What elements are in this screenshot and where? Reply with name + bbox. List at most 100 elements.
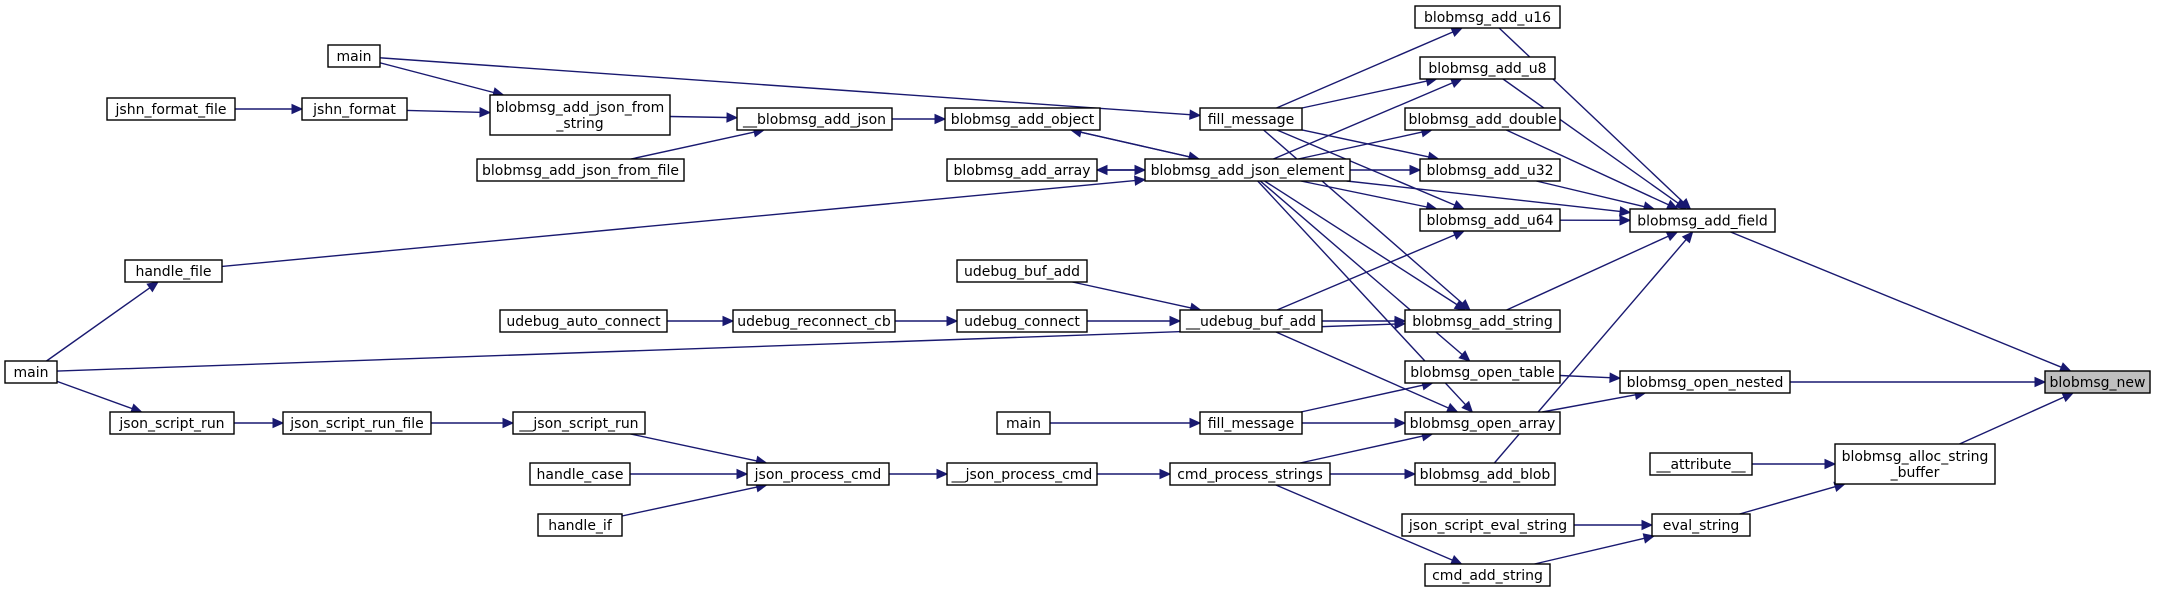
node-blobmsg-add-json-2[interactable]: __blobmsg_add_json bbox=[736, 107, 893, 131]
node-label: blobmsg_add_json_from_file bbox=[482, 163, 679, 179]
node-blobmsg-add-json-from-file[interactable]: blobmsg_add_json_from_file bbox=[476, 158, 685, 182]
node-blobmsg-add-double[interactable]: blobmsg_add_double bbox=[1404, 107, 1561, 131]
node-label: blobmsg_add_u32 bbox=[1426, 163, 1553, 179]
node-json-script-run-2[interactable]: __json_script_run bbox=[512, 411, 646, 435]
node-label: blobmsg_add_u64 bbox=[1426, 213, 1553, 229]
node-blobmsg-add-u64[interactable]: blobmsg_add_u64 bbox=[1419, 208, 1561, 232]
node-blobmsg-new[interactable]: blobmsg_new bbox=[2044, 370, 2151, 394]
arrowhead-icon bbox=[1641, 519, 1654, 531]
node-jshn-format-file[interactable]: jshn_format_file bbox=[106, 97, 236, 121]
edge-handle-if-to-json-process-cmd bbox=[621, 482, 768, 517]
node-box bbox=[1651, 513, 1751, 537]
node-blobmsg-add-u32[interactable]: blobmsg_add_u32 bbox=[1419, 158, 1561, 182]
node-label: blobmsg_add_json_element bbox=[1151, 163, 1345, 179]
node-json-script-eval-string[interactable]: json_script_eval_string bbox=[1401, 513, 1575, 537]
node-udebug-buf-add-2[interactable]: __udebug_buf_add bbox=[1179, 309, 1323, 333]
node-main-2[interactable]: main bbox=[4, 360, 58, 384]
edge-blobmsg-add-u64-to-blobmsg-add-field bbox=[1559, 215, 1632, 226]
node-attribute[interactable]: __attribute__ bbox=[1649, 452, 1753, 476]
node-box bbox=[529, 462, 631, 486]
edge-line bbox=[669, 115, 728, 119]
node-blobmsg-open-array[interactable]: blobmsg_open_array bbox=[1404, 411, 1561, 435]
node-handle-case[interactable]: handle_case bbox=[529, 462, 631, 486]
node-label: json_script_run_file bbox=[289, 416, 423, 432]
node-blobmsg-add-json-from-string[interactable]: blobmsg_add_json_from_string bbox=[489, 94, 671, 136]
node-blobmsg-add-array[interactable]: blobmsg_add_array bbox=[946, 158, 1098, 182]
node-main-3[interactable]: main bbox=[996, 411, 1051, 435]
node-blobmsg-add-u16[interactable]: blobmsg_add_u16 bbox=[1414, 5, 1561, 29]
node-box bbox=[301, 97, 408, 121]
arrowhead-icon bbox=[146, 281, 159, 293]
node-label: __blobmsg_add_json bbox=[742, 112, 886, 128]
node-json-script-run[interactable]: json_script_run bbox=[109, 411, 235, 435]
node-blobmsg-add-object[interactable]: blobmsg_add_object bbox=[944, 107, 1101, 131]
node-box bbox=[1834, 443, 1996, 485]
edge-blobmsg-add-u32-to-blobmsg-add-field bbox=[1536, 180, 1656, 212]
edge-line bbox=[1739, 486, 1836, 515]
node-jshn-format[interactable]: jshn_format bbox=[301, 97, 408, 121]
edge-line bbox=[1730, 231, 2062, 368]
node-label: blobmsg_add_u8 bbox=[1428, 61, 1546, 77]
node-blobmsg-open-table[interactable]: blobmsg_open_table bbox=[1404, 360, 1561, 384]
node-blobmsg-add-u8[interactable]: blobmsg_add_u8 bbox=[1419, 56, 1556, 80]
node-udebug-auto-connect[interactable]: udebug_auto_connect bbox=[499, 309, 668, 333]
node-main-1[interactable]: main bbox=[327, 44, 381, 68]
node-blobmsg-add-string[interactable]: blobmsg_add_string bbox=[1404, 309, 1561, 333]
node-box bbox=[1404, 309, 1561, 333]
node-label: blobmsg_new bbox=[2050, 375, 2146, 391]
node-box bbox=[124, 259, 223, 283]
node-json-script-run-file[interactable]: json_script_run_file bbox=[282, 411, 432, 435]
edge-line bbox=[1506, 129, 1669, 206]
edge-blobmsg-add-json-element-to-blobmsg-open-table bbox=[1259, 180, 1471, 362]
edge-line bbox=[1542, 394, 1636, 413]
arrowhead-icon bbox=[1681, 231, 1694, 244]
arrowhead-icon bbox=[736, 468, 749, 480]
node-blobmsg-add-blob[interactable]: blobmsg_add_blob bbox=[1414, 462, 1556, 486]
node-label: __json_process_cmd bbox=[951, 467, 1093, 483]
node-json-process-cmd[interactable]: json_process_cmd bbox=[746, 462, 890, 486]
node-label: main bbox=[337, 49, 372, 65]
edge-line bbox=[1506, 235, 1669, 311]
node-udebug-reconnect-cb[interactable]: udebug_reconnect_cb bbox=[732, 309, 896, 333]
arrowhead-icon bbox=[1453, 299, 1467, 311]
node-eval-string[interactable]: eval_string bbox=[1651, 513, 1751, 537]
node-blobmsg-add-json-element[interactable]: blobmsg_add_json_element bbox=[1144, 158, 1351, 182]
edge-line bbox=[221, 179, 1136, 268]
node-blobmsg-alloc-string-buffer[interactable]: blobmsg_alloc_string_buffer bbox=[1834, 443, 1996, 485]
edge-fill-message-2-to-blobmsg-open-table bbox=[1300, 380, 1434, 413]
node-fill-message-1[interactable]: fill_message bbox=[1199, 107, 1303, 131]
edge-jshn-format-file-to-jshn-format bbox=[235, 103, 304, 115]
edge-line bbox=[1346, 180, 1621, 213]
edge-json-process-cmd-2-to-cmd-process-strings bbox=[1097, 468, 1172, 480]
node-blobmsg-add-field[interactable]: blobmsg_add_field bbox=[1629, 208, 1776, 233]
node-box bbox=[1414, 462, 1556, 486]
node-udebug-buf-add[interactable]: udebug_buf_add bbox=[956, 259, 1088, 283]
node-fill-message-2[interactable]: fill_message bbox=[1199, 411, 1303, 435]
node-label: eval_string bbox=[1663, 518, 1740, 534]
edge-line bbox=[1275, 484, 1453, 561]
node-box bbox=[1649, 452, 1753, 476]
node-label: blobmsg_add_array bbox=[953, 163, 1090, 179]
node-cmd-process-strings[interactable]: cmd_process_strings bbox=[1169, 462, 1331, 486]
node-udebug-connect[interactable]: udebug_connect bbox=[956, 309, 1088, 333]
edge-blobmsg-add-json-from-string-to-blobmsg-add-json-2 bbox=[669, 112, 739, 123]
edge-cmd-process-strings-to-blobmsg-open-array bbox=[1299, 431, 1434, 464]
node-json-process-cmd-2[interactable]: __json_process_cmd bbox=[946, 462, 1098, 486]
node-box bbox=[996, 411, 1051, 435]
node-label: __udebug_buf_add bbox=[1185, 314, 1316, 330]
node-label: blobmsg_add_object bbox=[951, 112, 1095, 128]
node-label: handle_file bbox=[135, 264, 211, 280]
edge-line bbox=[1080, 131, 1200, 160]
edge-line bbox=[1300, 180, 1428, 208]
arrowhead-icon bbox=[1189, 109, 1202, 120]
node-box bbox=[489, 94, 671, 136]
node-blobmsg-open-nested[interactable]: blobmsg_open_nested bbox=[1619, 370, 1791, 394]
arrowhead-icon bbox=[2058, 362, 2072, 372]
node-cmd-add-string[interactable]: cmd_add_string bbox=[1424, 563, 1551, 587]
node-handle-file[interactable]: handle_file bbox=[124, 259, 223, 283]
node-handle-if[interactable]: handle_if bbox=[537, 513, 623, 537]
edge-line bbox=[1301, 129, 1429, 158]
edge-line bbox=[56, 323, 1396, 372]
node-box bbox=[1629, 208, 1776, 233]
node-box bbox=[1199, 411, 1303, 435]
